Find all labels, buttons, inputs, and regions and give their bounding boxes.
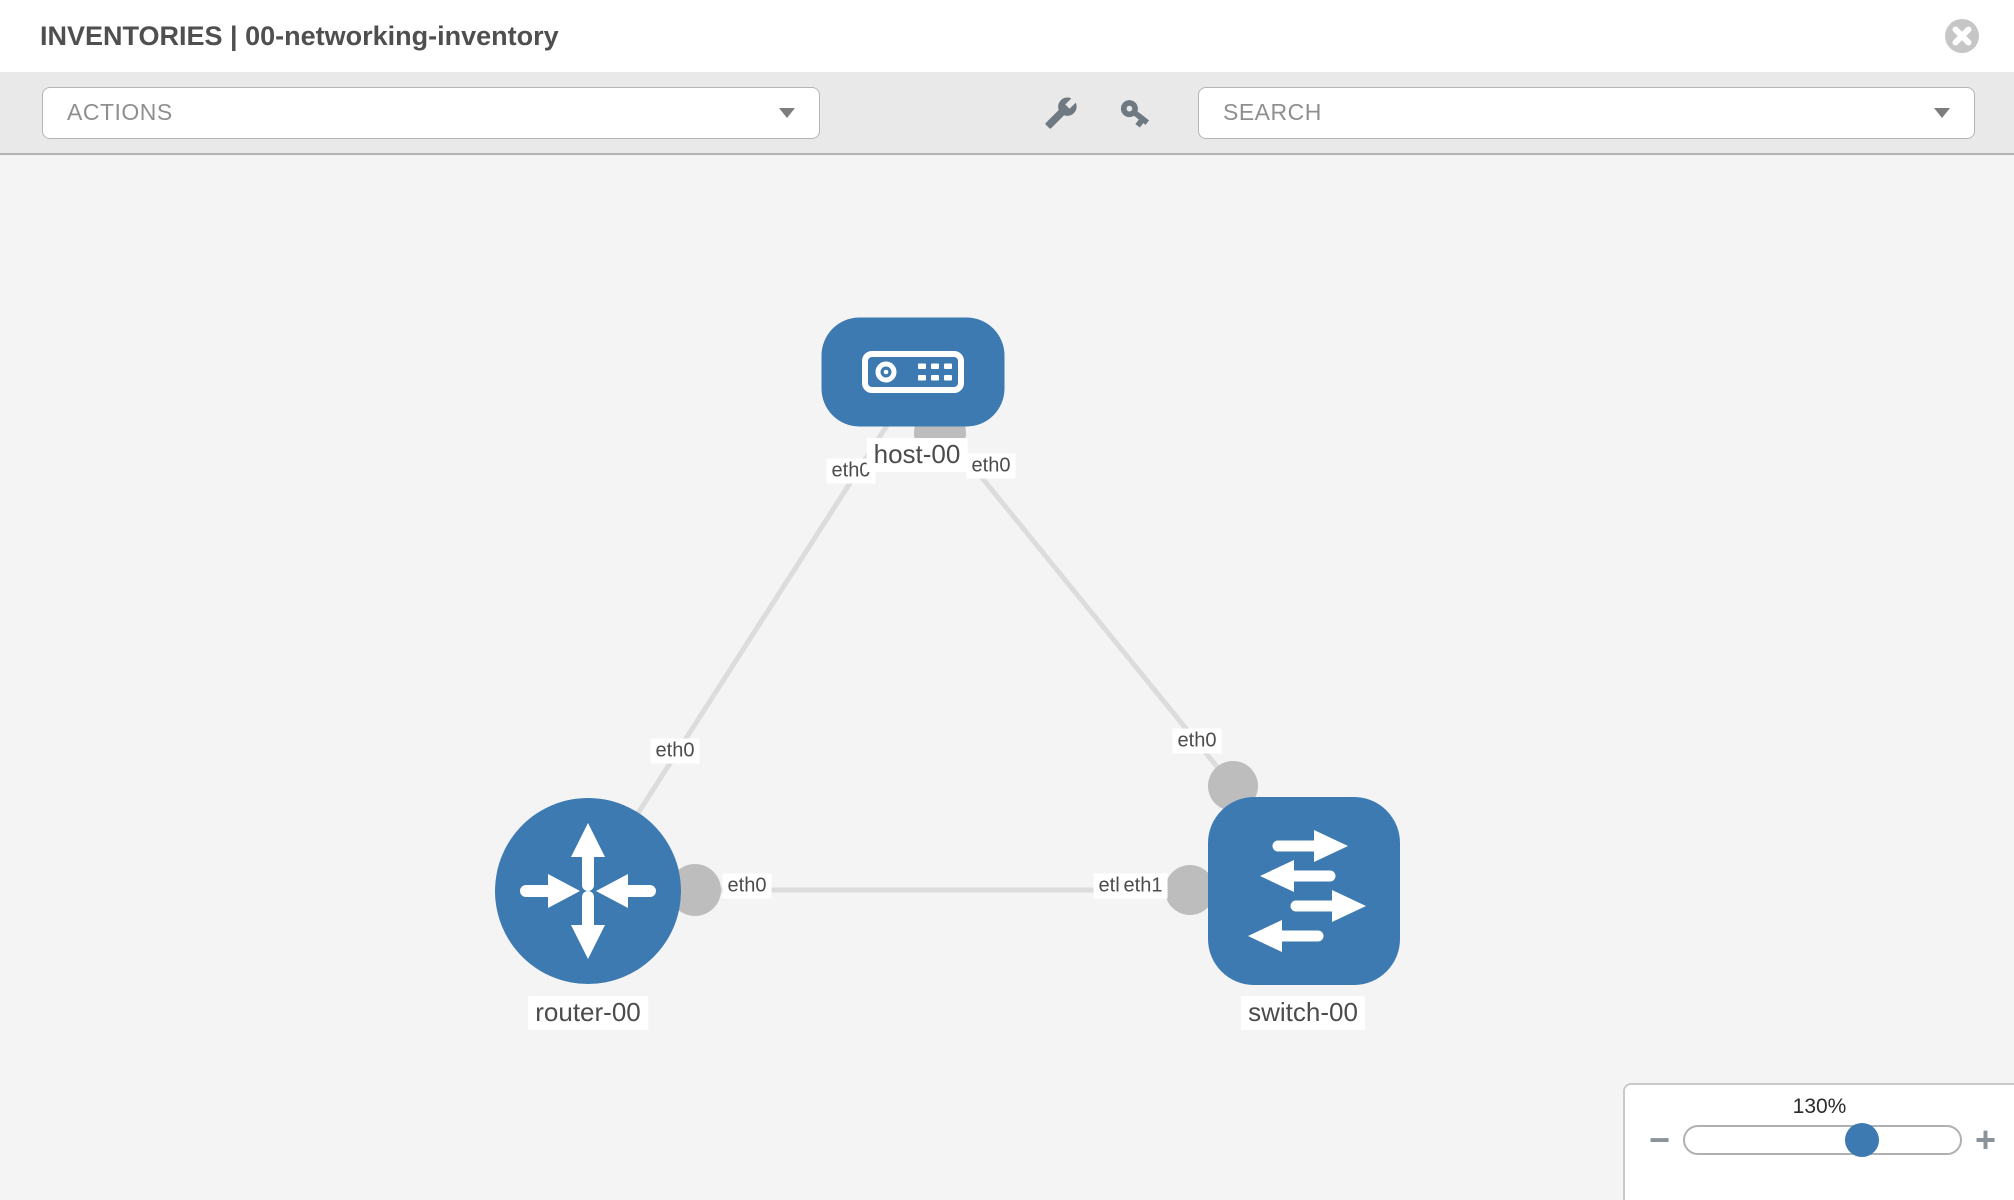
caret-down-icon xyxy=(778,107,795,118)
node-label-switch-00: switch-00 xyxy=(1241,996,1365,1030)
wrench-icon[interactable] xyxy=(1044,96,1078,130)
zoom-level-value: 130% xyxy=(1792,1095,1847,1118)
node-label-router-00: router-00 xyxy=(528,996,648,1030)
node-host-00[interactable] xyxy=(821,317,1005,427)
switch-icon xyxy=(1248,830,1366,952)
router-icon xyxy=(520,823,656,959)
panel-header: INVENTORIES | 00-networking-inventory xyxy=(0,0,2014,72)
actions-dropdown[interactable]: ACTIONS xyxy=(42,86,820,139)
node-switch-00[interactable] xyxy=(1208,797,1400,985)
toolbar: ACTIONS SEARCH xyxy=(0,72,2014,155)
host-icon xyxy=(862,351,964,393)
interface-label: eth0 xyxy=(722,873,772,899)
node-label-host-00: host-00 xyxy=(866,438,968,472)
topology-canvas[interactable]: 130% − + eth0eth0eth0eth0eth0eth0eth1hos… xyxy=(0,155,2014,1200)
zoom-in-plus-icon[interactable]: + xyxy=(1974,1119,1996,1160)
key-icon[interactable] xyxy=(1118,96,1152,130)
zoom-slider-track[interactable] xyxy=(1683,1123,1962,1157)
search-dropdown[interactable]: SEARCH xyxy=(1197,86,1975,139)
zoom-panel: 130% − + xyxy=(1623,1083,2014,1200)
interface-label: eth0 xyxy=(1172,728,1222,754)
topology-svg xyxy=(495,317,1400,985)
zoom-slider-handle[interactable] xyxy=(1845,1123,1880,1157)
circle-x-icon xyxy=(1945,19,1979,53)
interface-label: eth0 xyxy=(966,453,1016,479)
interface-label: eth1 xyxy=(1118,873,1168,899)
zoom-out-minus-icon[interactable]: − xyxy=(1649,1119,1671,1160)
interface-label: eth0 xyxy=(826,458,876,484)
caret-down-icon xyxy=(1934,107,1950,118)
close-button[interactable] xyxy=(1944,18,1980,54)
interface-dot xyxy=(1165,865,1215,915)
page-title: INVENTORIES | 00-networking-inventory xyxy=(40,20,559,51)
interface-dot xyxy=(669,864,721,916)
interface-label: eth0 xyxy=(650,738,700,764)
link-host-00_router-00[interactable] xyxy=(585,411,898,893)
toolbar-tools xyxy=(1044,96,1152,130)
node-router-00[interactable] xyxy=(495,798,681,984)
actions-dropdown-label: ACTIONS xyxy=(67,99,173,125)
search-input-placeholder: SEARCH xyxy=(1222,99,1322,125)
